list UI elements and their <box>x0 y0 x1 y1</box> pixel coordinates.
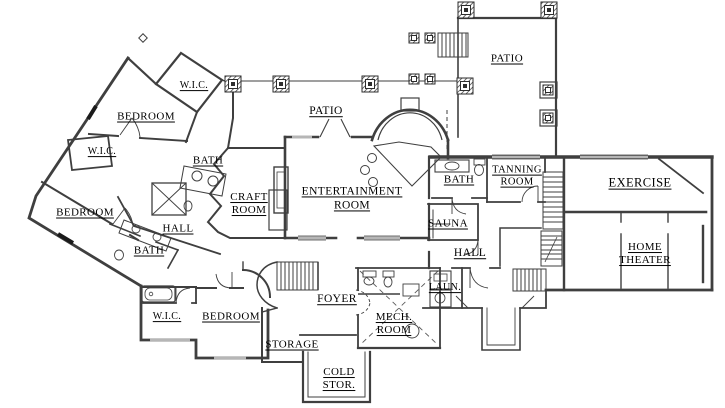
laundry-appliance-icon <box>429 270 452 308</box>
patio-door-icon <box>319 118 351 138</box>
bottom-center-walls <box>242 261 442 404</box>
room-label-bath-right: BATH <box>443 173 475 186</box>
room-label-laundry: LAUN. <box>428 282 462 294</box>
left-wing-fixtures <box>114 165 227 303</box>
room-label-foyer: FOYER <box>317 293 357 306</box>
diamond-marker-icon <box>138 33 148 43</box>
patio-column-icon <box>224 1 558 124</box>
room-label-exercise: EXERCISE <box>608 175 672 190</box>
room-label-patio-upper-right: PATIO <box>490 52 524 65</box>
door-swing-icon <box>112 117 539 316</box>
staircase-icon <box>276 32 564 292</box>
room-label-bath-upper: BATH <box>192 154 224 167</box>
room-label-storage: STORAGE <box>265 338 319 351</box>
mech-room-fixtures <box>358 270 439 346</box>
room-label-wic-top: W.I.C. <box>179 80 209 92</box>
bath-right-fixtures <box>434 158 486 176</box>
room-label-bedroom-bottom: BEDROOM <box>202 310 260 323</box>
room-label-patio-center: PATIO <box>309 105 343 118</box>
room-label-bedroom-upper: BEDROOM <box>117 110 175 123</box>
room-label-hall-left: HALL <box>162 222 194 235</box>
room-label-sauna: SAUNA <box>428 217 468 230</box>
right-wing-walls <box>355 155 714 351</box>
room-label-mech-room: MECH.ROOM <box>375 311 413 336</box>
room-label-wic-bottom: W.I.C. <box>152 311 182 323</box>
room-label-bath-left: BATH <box>133 244 165 257</box>
window-dash-marks <box>56 104 98 245</box>
room-label-bedroom-left: BEDROOM <box>56 206 114 219</box>
turret-bar-fixtures <box>360 97 448 187</box>
room-label-hall-right: HALL <box>453 247 487 260</box>
room-label-wic-left: W.I.C. <box>87 146 117 158</box>
window-marks <box>150 135 648 360</box>
